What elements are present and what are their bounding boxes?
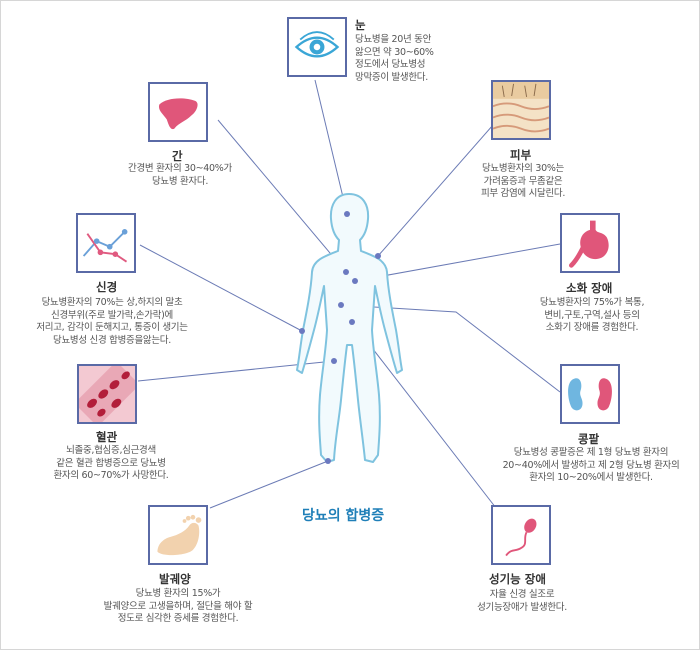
connector-sexual <box>351 321 497 509</box>
foot-title: 발궤양 <box>159 572 191 586</box>
foot-box <box>148 505 208 565</box>
kidney-title: 콩팥 <box>578 432 600 446</box>
blood-vessel-icon <box>79 366 135 422</box>
foot-desc: 당뇨병 환자의 15%가 발궤양으로 고생을하며, 절단을 해야 할 정도로 심… <box>103 588 253 624</box>
stomach-icon <box>569 220 609 268</box>
liver-desc: 간경변 환자의 30~40%가 당뇨병 환자다. <box>128 163 232 187</box>
connector-nerve <box>139 244 303 332</box>
human-body-outline <box>296 193 403 463</box>
point-nerve <box>299 328 305 334</box>
stomach-box <box>560 213 620 273</box>
blood-vessel-title: 혈관 <box>96 430 118 444</box>
point-stomach <box>352 278 358 284</box>
blood-vessel-desc: 뇌졸중,협심증,심근경색 같은 혈관 합병증으로 당뇨병 환자의 60~70%가… <box>53 445 169 481</box>
diagram-title: 당뇨의 합병증 <box>302 508 385 524</box>
connector-stomach <box>354 243 561 282</box>
point-eye <box>344 211 350 217</box>
connector-eye <box>314 79 348 215</box>
liver-box <box>148 82 208 142</box>
kidney-box <box>560 364 620 424</box>
skin-box <box>491 80 551 140</box>
liver-icon <box>158 98 198 130</box>
kidney-desc: 당뇨병성 콩팥증은 제 1형 당뇨병 환자의 20~40%에서 발생하고 제 2… <box>502 447 680 483</box>
nerve-title: 신경 <box>96 280 118 294</box>
kidney-icon <box>568 378 612 411</box>
connector-skin <box>377 124 494 257</box>
connector-foot <box>209 460 329 509</box>
sexual-dysfunction-desc: 자율 신경 실조로 성기능장애가 발생한다. <box>477 589 567 613</box>
foot-icon <box>157 514 202 556</box>
eye-icon <box>294 31 340 58</box>
point-liver <box>343 269 349 275</box>
point-kidney <box>338 302 344 308</box>
eye-desc: 당뇨병을 20년 동안 앓으면 약 30~60% 정도에서 당뇨병성 망막증이 … <box>355 34 434 83</box>
point-foot <box>325 458 331 464</box>
sexual-dysfunction-title: 성기능 장애 <box>489 572 546 586</box>
stomach-desc: 당뇨병환자의 75%가 복통, 변비,구토,구역,설사 등의 소화기 장애를 경… <box>539 297 645 333</box>
point-vessel <box>331 358 337 364</box>
skin-desc: 당뇨병환자의 30%는 가려움증과 무좀같은 피부 감염에 시달린다. <box>480 163 566 199</box>
point-sexual <box>349 319 355 325</box>
eye-title: 눈 <box>355 18 366 32</box>
connector-liver <box>217 119 347 273</box>
stomach-title: 소화 장애 <box>566 281 613 295</box>
skin-icon <box>493 82 549 138</box>
nerve-icon <box>82 229 128 263</box>
eye-box <box>287 17 347 77</box>
blood-vessel-box <box>77 364 137 424</box>
liver-title: 간 <box>172 149 183 163</box>
nerve-box <box>76 213 136 273</box>
sexual-dysfunction-box <box>491 505 551 565</box>
skin-title: 피부 <box>510 148 532 162</box>
point-skin <box>375 253 381 259</box>
sperm-icon <box>505 518 537 557</box>
nerve-desc: 당뇨병환자의 70%는 상,하지의 말초 신경부위(주로 발가락,손가락)에 저… <box>36 297 188 346</box>
